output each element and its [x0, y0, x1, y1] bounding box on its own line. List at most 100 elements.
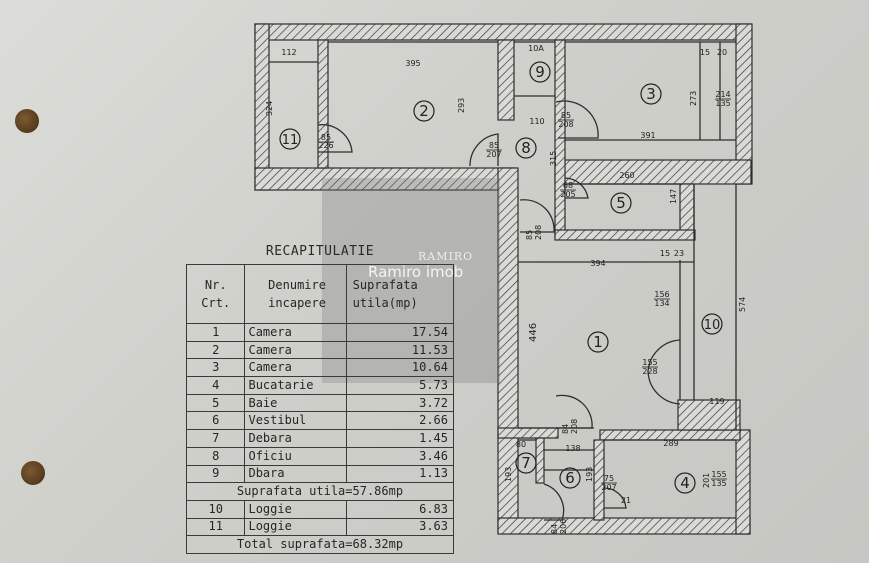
walls [254, 23, 753, 535]
svg-text:293: 293 [457, 98, 466, 113]
svg-text:155: 155 [642, 358, 657, 367]
room-8-label: 8 [515, 137, 537, 159]
door-swings [317, 100, 681, 521]
room-2-label: 2 [413, 100, 435, 122]
svg-text:85: 85 [489, 141, 499, 150]
room-10-label: 10 [701, 313, 723, 335]
room-4-label: 4 [674, 472, 696, 494]
interior-lines [269, 41, 737, 451]
svg-text:15: 15 [700, 48, 710, 57]
subtotal-row: Suprafata utila=57.86mp [186, 482, 454, 501]
binder-hole-bottom [21, 461, 45, 485]
room-1-label: 1 [587, 331, 609, 353]
watermark-small-text: RAMIRO [418, 250, 474, 263]
svg-text:391: 391 [640, 131, 655, 140]
svg-text:21: 21 [621, 496, 631, 505]
room-6-label: 6 [559, 467, 581, 489]
table-title: RECAPITULATIE [265, 244, 375, 259]
svg-text:208: 208 [534, 225, 543, 240]
svg-text:193: 193 [585, 467, 594, 482]
svg-text:7: 7 [521, 454, 531, 472]
svg-text:80: 80 [516, 440, 526, 449]
room-9-label: 9 [529, 61, 551, 83]
svg-text:135: 135 [715, 99, 730, 108]
svg-text:289: 289 [663, 439, 678, 448]
svg-text:4: 4 [680, 474, 690, 492]
room-7-label: 7 [515, 452, 537, 474]
dimension-labels: 112 395 10A 391 260 394 289 138 80 119 1… [265, 44, 747, 534]
svg-text:147: 147 [669, 189, 678, 204]
svg-text:10A: 10A [528, 44, 544, 53]
svg-text:226: 226 [318, 141, 333, 150]
svg-text:84: 84 [561, 424, 570, 434]
room-3-label: 3 [640, 83, 662, 105]
svg-text:324: 324 [265, 101, 274, 116]
svg-text:207: 207 [601, 483, 616, 492]
svg-text:214: 214 [715, 90, 730, 99]
svg-text:208: 208 [558, 120, 573, 129]
total-row: Total suprafata=68.32mp [186, 535, 454, 554]
svg-text:11: 11 [282, 133, 299, 148]
svg-text:574: 574 [738, 297, 747, 312]
binder-hole-top [15, 109, 39, 133]
room-5-label: 5 [610, 192, 632, 214]
svg-text:112: 112 [281, 48, 296, 57]
svg-text:75: 75 [604, 474, 614, 483]
svg-text:155: 155 [711, 470, 726, 479]
svg-text:15: 15 [660, 249, 670, 258]
svg-text:85: 85 [321, 133, 331, 142]
svg-text:156: 156 [654, 290, 669, 299]
svg-text:315: 315 [549, 151, 558, 166]
svg-text:193: 193 [504, 467, 513, 482]
svg-text:3: 3 [646, 85, 656, 103]
svg-text:138: 138 [565, 444, 580, 453]
svg-text:84: 84 [550, 524, 559, 534]
svg-text:134: 134 [654, 299, 669, 308]
svg-text:228: 228 [642, 367, 657, 376]
svg-text:260: 260 [619, 171, 634, 180]
svg-text:208: 208 [570, 419, 579, 434]
svg-text:8: 8 [521, 139, 531, 157]
room-labels: 1 2 3 4 5 6 7 8 9 10 11 [279, 61, 723, 494]
svg-text:135: 135 [711, 479, 726, 488]
svg-text:395: 395 [405, 59, 420, 68]
svg-text:205: 205 [560, 190, 575, 199]
svg-text:2: 2 [419, 102, 429, 120]
svg-text:446: 446 [528, 323, 539, 342]
svg-text:6: 6 [565, 469, 575, 487]
svg-text:23: 23 [674, 249, 684, 258]
room-11-label: 11 [279, 128, 301, 150]
header-nr: Nr.Crt. [185, 264, 246, 324]
svg-text:206: 206 [559, 519, 568, 534]
svg-text:5: 5 [616, 194, 626, 212]
svg-text:85: 85 [525, 230, 534, 240]
svg-text:119: 119 [709, 397, 724, 406]
svg-text:68: 68 [563, 181, 573, 190]
svg-text:20: 20 [717, 48, 727, 57]
svg-text:394: 394 [590, 259, 605, 268]
svg-text:1: 1 [593, 333, 603, 351]
svg-text:110: 110 [529, 117, 544, 126]
svg-text:9: 9 [535, 63, 545, 81]
svg-text:10: 10 [704, 318, 721, 333]
svg-text:85: 85 [561, 111, 571, 120]
svg-text:207: 207 [486, 150, 501, 159]
svg-text:273: 273 [689, 91, 698, 106]
